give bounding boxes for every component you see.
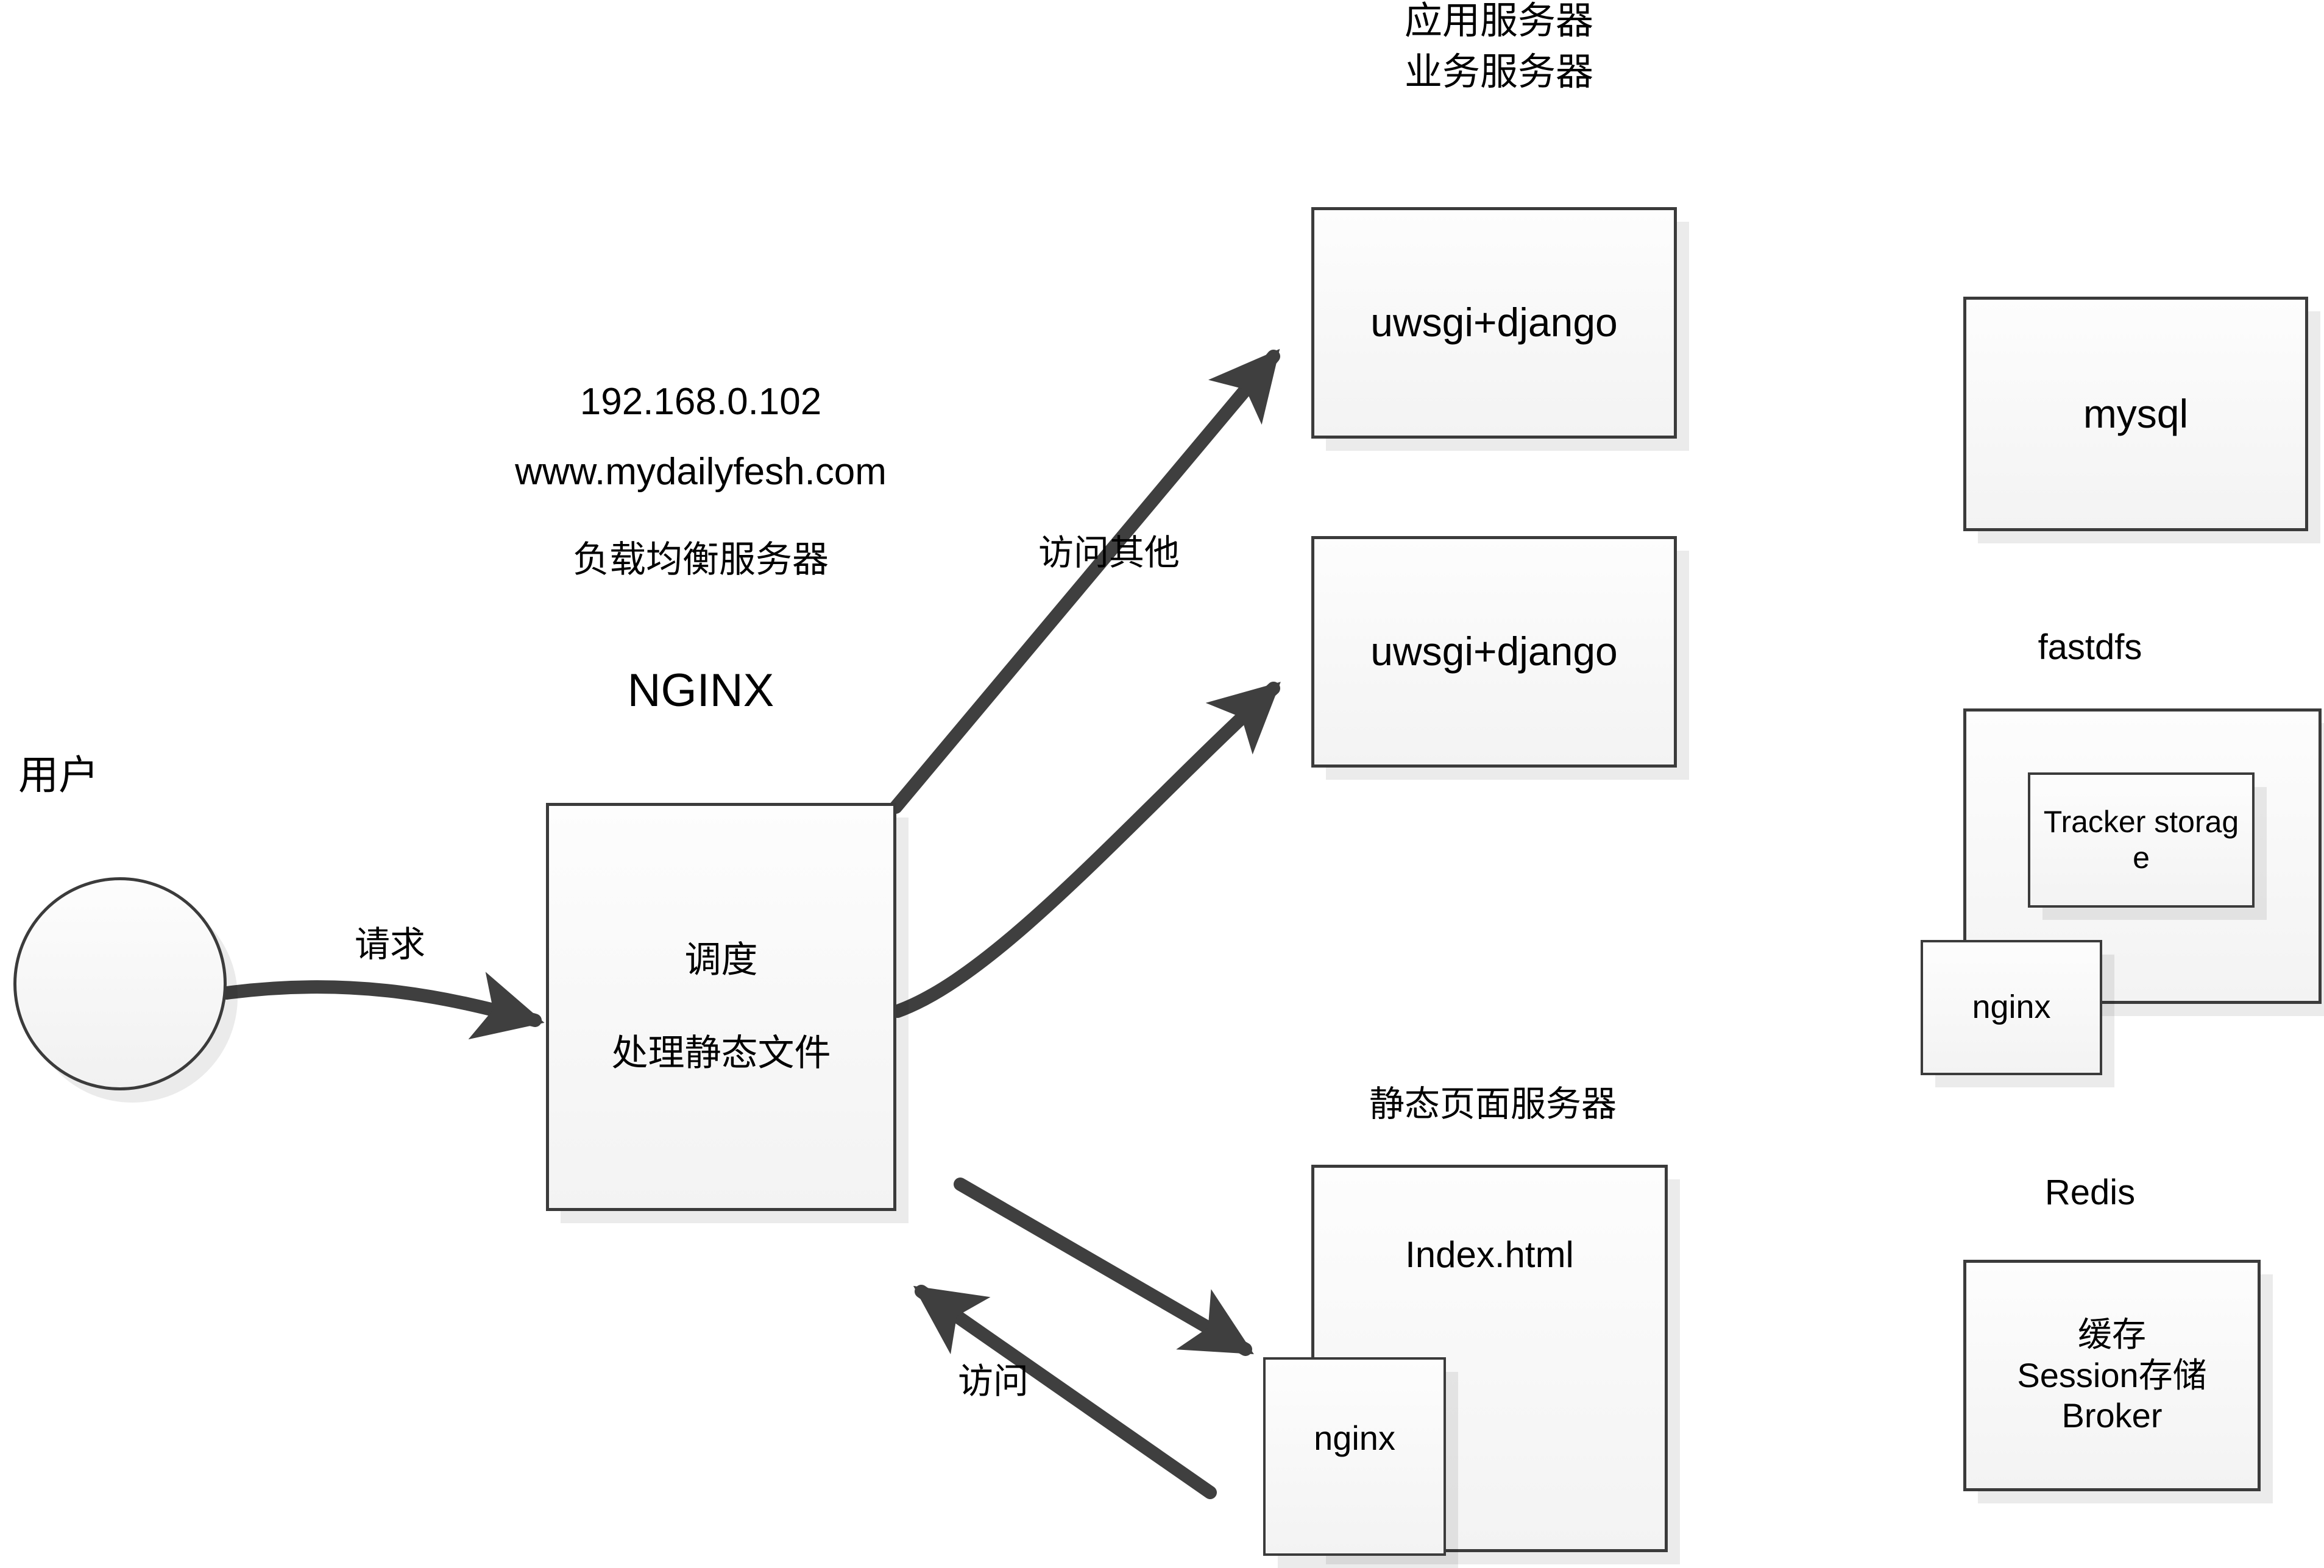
edge-to-django-2: [891, 682, 1281, 1018]
domain-label: www.mydailyfesh.com: [515, 451, 887, 493]
django-node-1[interactable]: uwsgi+django: [1311, 207, 1677, 439]
nginx-node[interactable]: 调度 处理静态文件: [546, 803, 896, 1211]
redis-line-session: Session存储: [2017, 1355, 2207, 1394]
edge-label-visit: 访问: [957, 1360, 1029, 1402]
redis-node[interactable]: 缓存 Session存储 Broker: [1963, 1260, 2261, 1491]
tracker-storage-text: Tracker storage: [2043, 805, 2239, 875]
fastdfs-nginx-node[interactable]: nginx: [1921, 940, 2102, 1075]
nginx-node-line1: 调度: [684, 939, 758, 982]
load-balancer-label: 负载均衡服务器: [573, 539, 829, 581]
edge-request: [220, 972, 545, 1040]
edge-visit-down: [954, 1178, 1254, 1356]
nginx-node-line2: 处理静态文件: [611, 1032, 831, 1075]
redis-label: Redis: [2044, 1173, 2136, 1212]
django-node-1-text: uwsgi+django: [1370, 300, 1618, 345]
nginx-node-text: 调度 处理静态文件: [549, 939, 893, 1075]
user-label: 用户: [18, 752, 99, 799]
redis-node-text: 缓存 Session存储 Broker: [1966, 1315, 2258, 1436]
mysql-node[interactable]: mysql: [1963, 297, 2308, 531]
fastdfs-label: fastdfs: [2038, 627, 2142, 667]
edge-label-visit-other: 访问其他: [1038, 532, 1180, 573]
edge-visit-other: [889, 348, 1280, 814]
mysql-text: mysql: [2083, 390, 2189, 436]
static-page-server-label: 静态页面服务器: [1369, 1083, 1617, 1125]
django-node-2-text: uwsgi+django: [1370, 629, 1618, 674]
fastdfs-nginx-text: nginx: [1972, 989, 2051, 1026]
business-server-label: 业务服务器: [1404, 49, 1593, 94]
static-nginx-node[interactable]: nginx: [1263, 1357, 1446, 1556]
nginx-node-spacer: [558, 982, 885, 1032]
ip-label: 192.168.0.102: [579, 381, 822, 423]
redis-line-cache: 缓存: [2078, 1315, 2146, 1355]
edge-label-request: 请求: [354, 923, 425, 965]
app-server-label: 应用服务器: [1404, 0, 1593, 43]
redis-line-broker: Broker: [2061, 1396, 2163, 1435]
index-html-text: Index.html: [1405, 1234, 1574, 1275]
tracker-storage-node[interactable]: Tracker storage: [2028, 772, 2255, 908]
user-avatar: [13, 877, 227, 1090]
django-node-2[interactable]: uwsgi+django: [1311, 536, 1677, 768]
static-nginx-text: nginx: [1314, 1419, 1395, 1457]
nginx-title-label: NGINX: [627, 665, 774, 716]
